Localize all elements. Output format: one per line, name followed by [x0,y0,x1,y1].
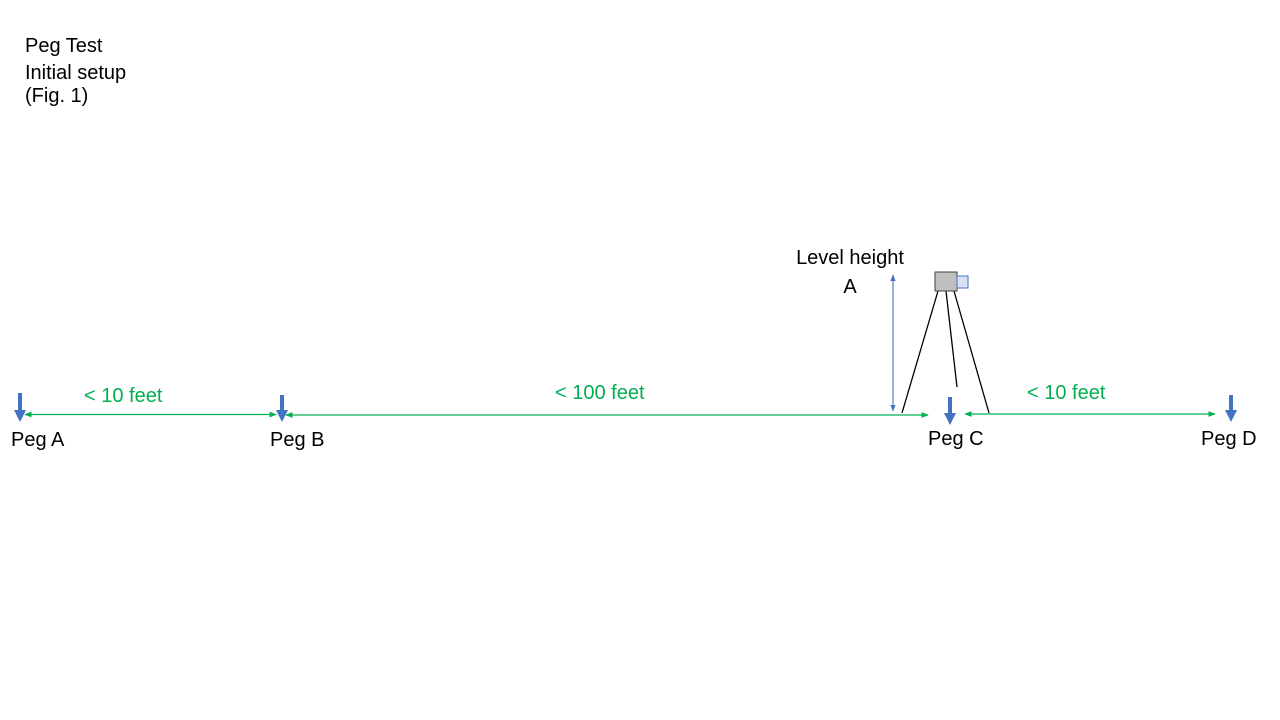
peg-a-label: Peg A [11,429,65,451]
level-height-text: Level height [796,247,904,269]
level-height-label: Level height A [788,244,912,302]
peg-c-marker-icon [944,397,956,425]
distance-label-b-c: < 100 feet [555,382,645,404]
level-instrument-icon [934,271,969,292]
distance-label-a-b: < 10 feet [84,385,163,407]
peg-d-label: Peg D [1201,428,1257,450]
peg-d-marker-icon [1225,395,1237,422]
peg-c-label: Peg C [928,428,984,450]
level-height-letter: A [843,276,857,298]
figure-title: Peg Test Initial setup (Fig. 1) [25,33,126,108]
peg-a-marker-icon [14,393,26,422]
peg-b-label: Peg B [270,429,325,451]
subtitle-text: Initial setup [25,62,127,84]
distance-label-c-d: < 10 feet [1027,382,1106,404]
peg-b-marker-icon [276,395,288,422]
tripod-icon [901,290,990,414]
figure-number-text: (Fig. 1) [25,85,89,107]
title-text: Peg Test [25,35,103,57]
